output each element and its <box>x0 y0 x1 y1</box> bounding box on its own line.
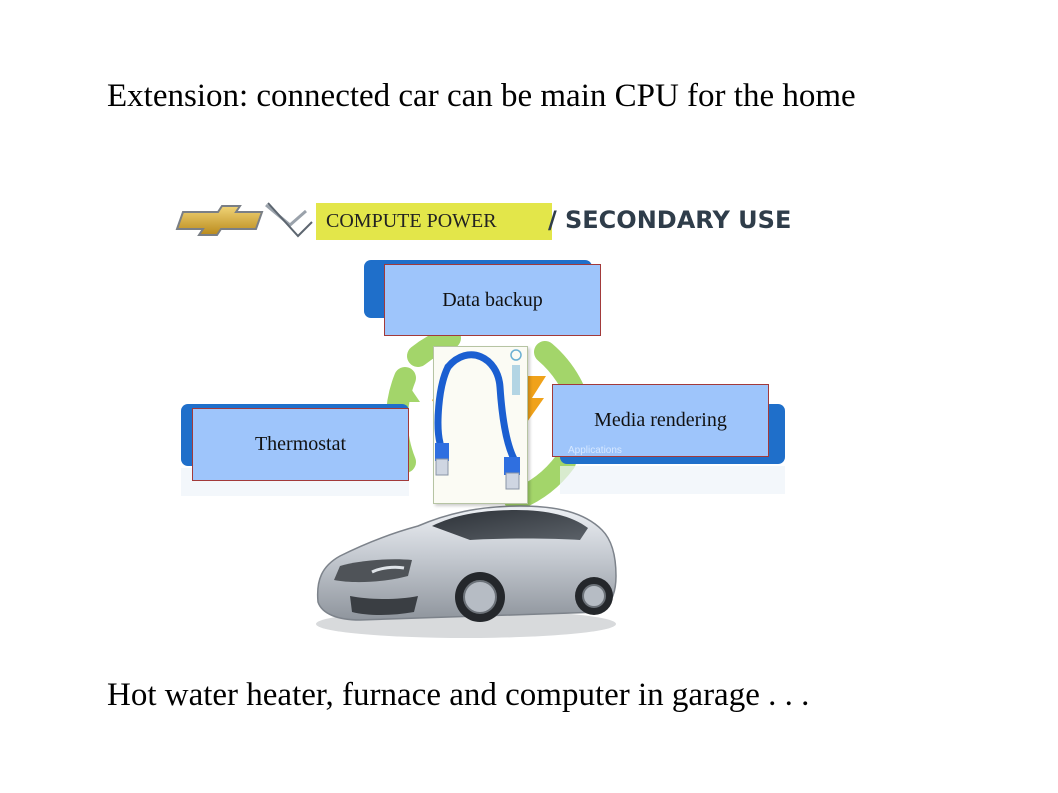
slide-footer: Hot water heater, furnace and computer i… <box>107 677 810 713</box>
volt-logo-icon <box>265 202 313 238</box>
car-image <box>316 505 617 638</box>
secondary-slash: / <box>548 206 557 234</box>
thermostat-label: Thermostat <box>254 433 347 455</box>
ethernet-cable-card <box>433 346 528 504</box>
thermostat-box: Thermostat <box>192 408 409 481</box>
compute-power-label: COMPUTE POWER <box>316 203 552 240</box>
slide-title: Extension: connected car can be main CPU… <box>107 78 856 114</box>
chevrolet-logo-icon <box>175 205 264 236</box>
data-backup-box: Data backup <box>384 264 601 336</box>
applications-caption: Applications <box>568 445 622 456</box>
media-rendering-box: Media rendering <box>552 384 769 457</box>
data-backup-label: Data backup <box>442 288 543 311</box>
media-rendering-label: Media rendering <box>594 409 727 431</box>
compute-power-text: COMPUTE POWER <box>326 210 497 232</box>
ethernet-cable-icon <box>434 349 522 490</box>
secondary-use-title: SECONDARY USE <box>565 206 792 234</box>
